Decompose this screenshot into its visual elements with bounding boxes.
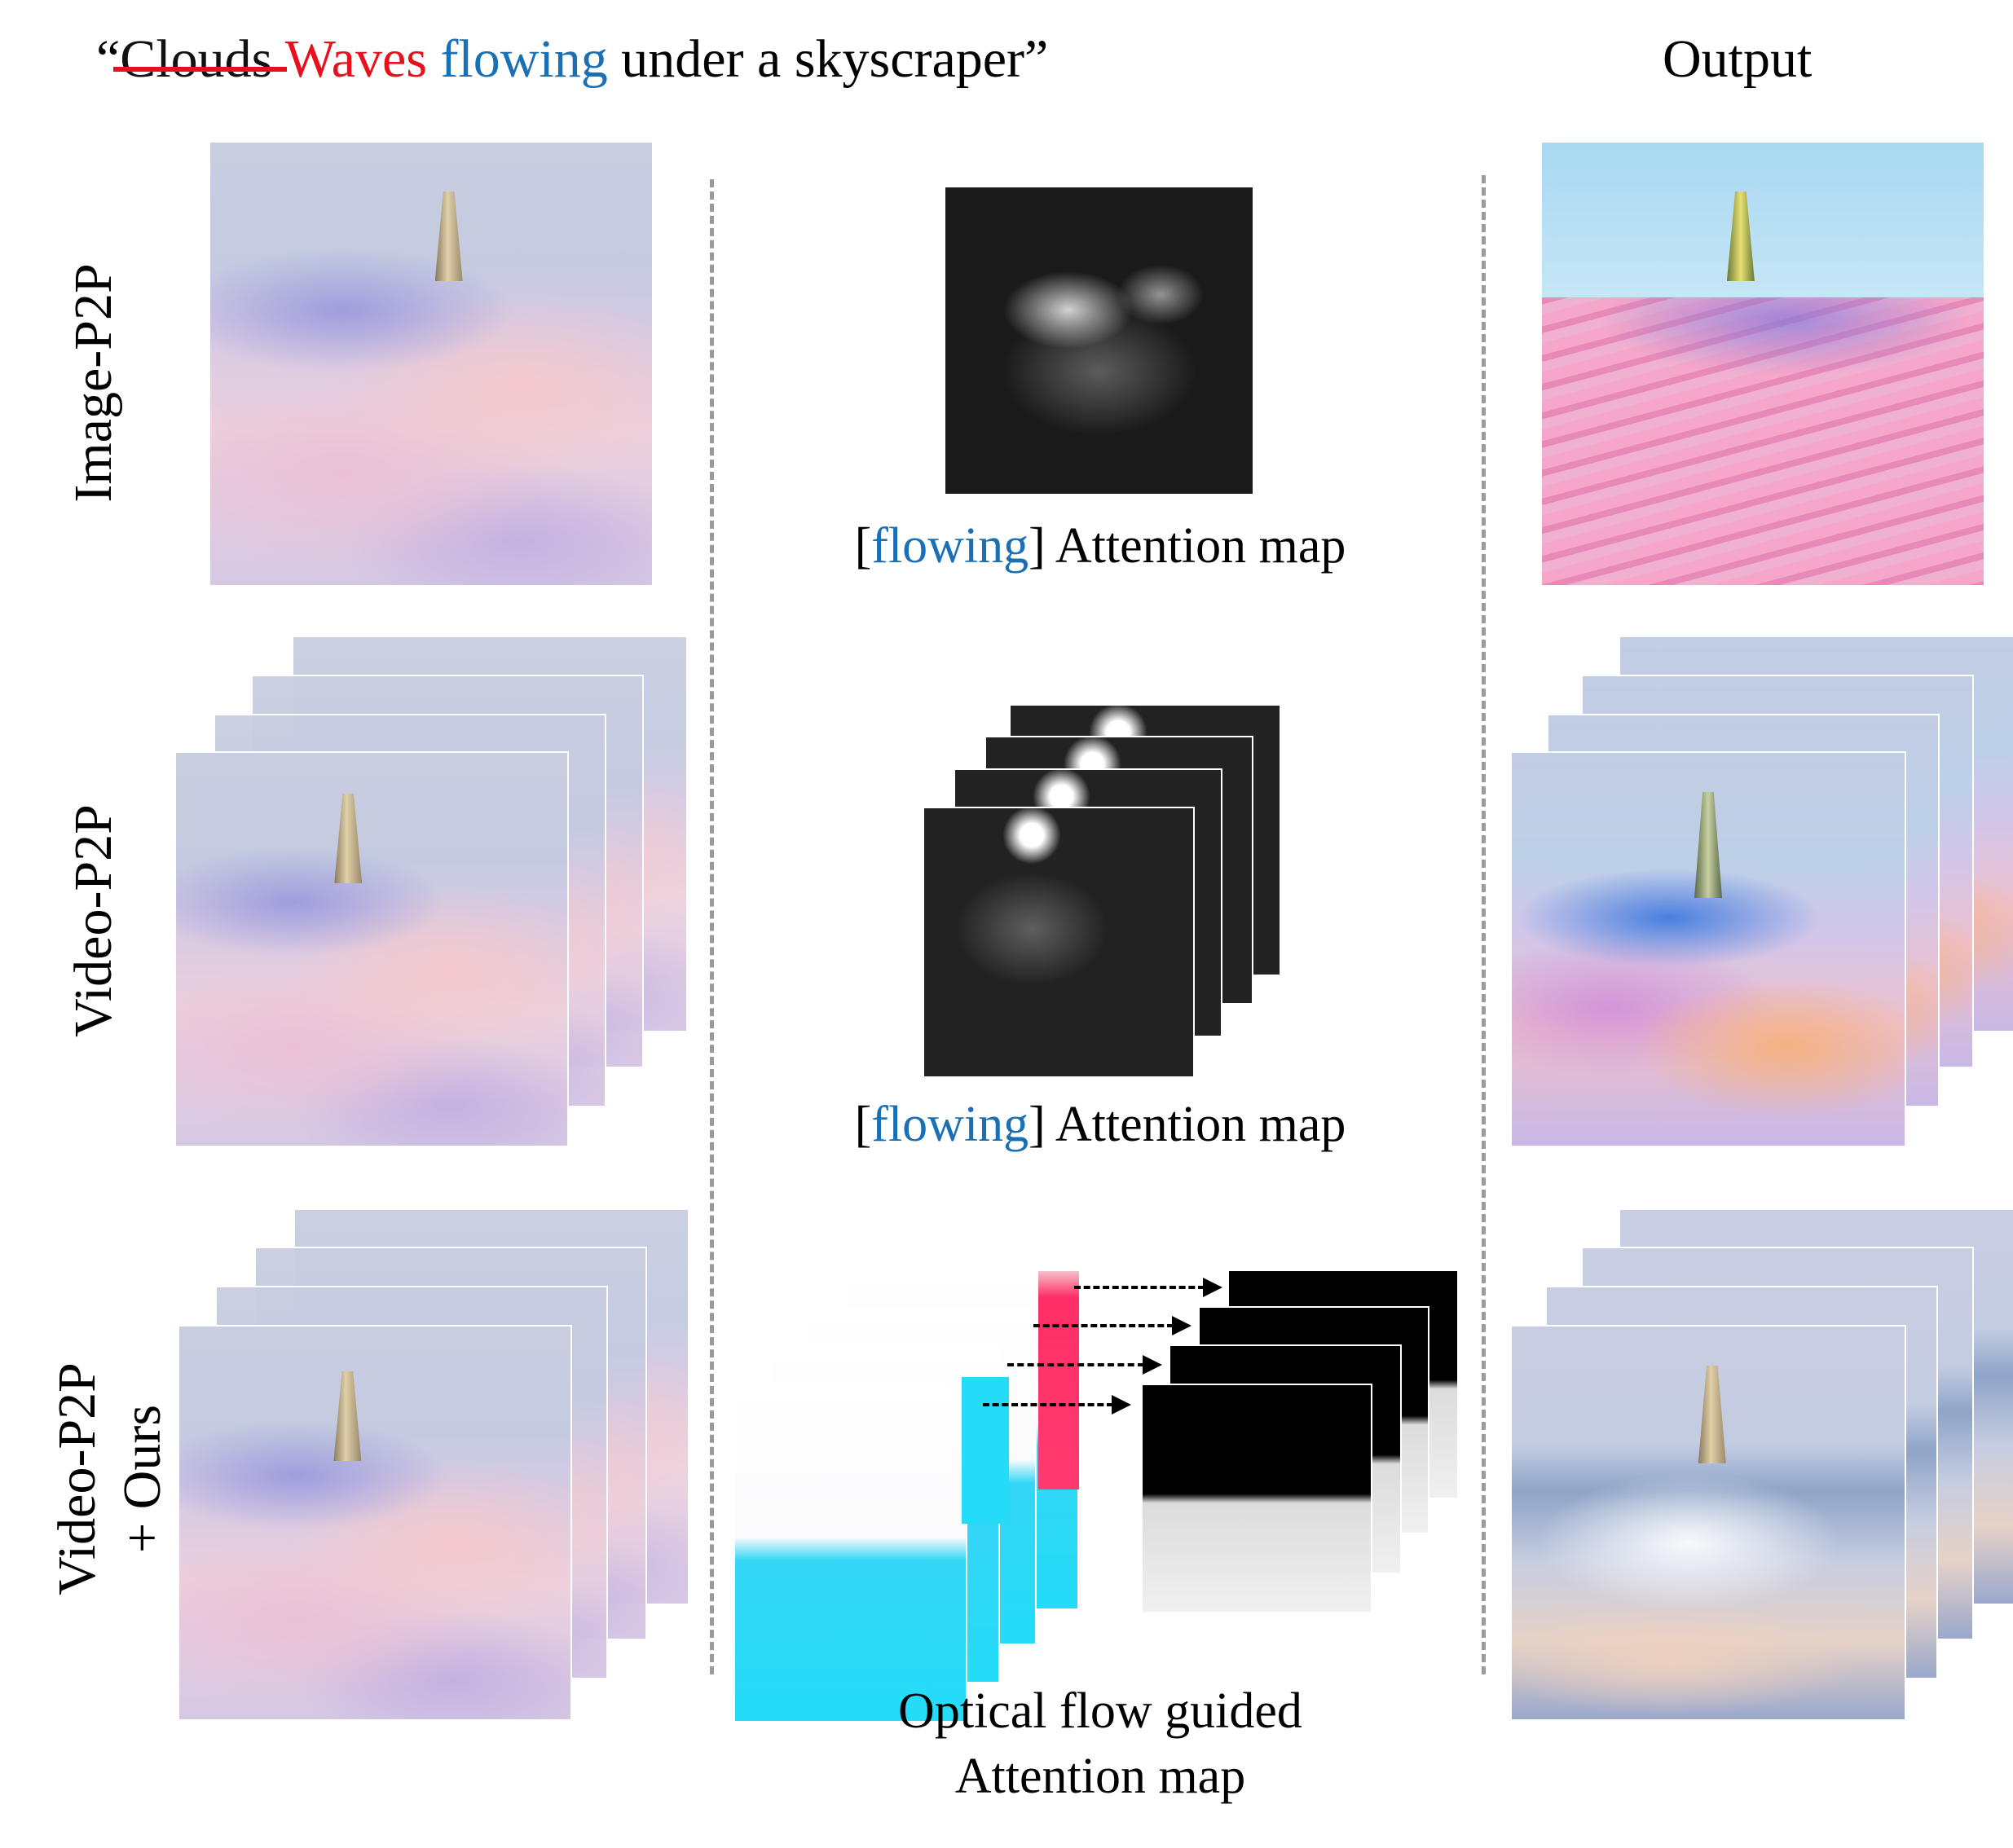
row-label-3-line2: + Ours — [112, 1404, 172, 1554]
video-p2p-ours-input — [178, 1325, 572, 1721]
flow-arrow-1 — [1074, 1278, 1222, 1297]
attention-caption-1: [flowing] Attention map — [782, 513, 1418, 579]
video-p2p-ours-output — [1510, 1325, 1906, 1721]
skyscraper-icon — [334, 794, 363, 883]
video-p2p-input — [174, 751, 569, 1147]
prompt-title: “Clouds Waves flowing under a skyscraper… — [96, 23, 1048, 96]
flow-caption-line2: Attention map — [954, 1749, 1246, 1804]
divider-left — [710, 179, 714, 1674]
skyscraper-icon — [434, 191, 463, 281]
flow-arrow-4 — [983, 1395, 1131, 1415]
prompt-open-quote: “ — [96, 29, 121, 89]
prompt-replacement-word: Waves — [284, 29, 427, 89]
optical-flow-map — [733, 1385, 967, 1723]
video-p2p-output — [1510, 751, 1906, 1147]
attention-caption-1-rest: ] Attention map — [1029, 518, 1346, 574]
prompt-struck-word: Clouds — [120, 29, 273, 89]
flow-caption: Optical flow guided Attention map — [815, 1679, 1385, 1809]
skyscraper-icon — [333, 1371, 362, 1461]
flow-arrow-2 — [1033, 1316, 1192, 1335]
output-sky — [1542, 143, 1984, 297]
row-label-image-p2p: Image-P2P — [64, 263, 123, 503]
guided-attention-map — [1141, 1384, 1372, 1613]
attention-caption-2-rest: ] Attention map — [1029, 1097, 1346, 1152]
prompt-rest: under a skyscraper” — [621, 29, 1049, 89]
row-label-video-p2p-ours: Video-P2P + Ours — [45, 1362, 175, 1595]
attention-map-image-p2p — [945, 187, 1253, 494]
row-label-video-p2p: Video-P2P — [64, 804, 123, 1037]
divider-right — [1482, 175, 1486, 1674]
skyscraper-icon — [1698, 1366, 1726, 1463]
output-header: Output — [1663, 29, 1813, 89]
flow-arrow-3 — [1007, 1355, 1162, 1375]
attention-caption-2-open: [ — [854, 1097, 872, 1152]
flow-cyan-strip — [962, 1377, 1009, 1524]
skyscraper-icon — [1694, 792, 1722, 898]
row-label-3-line1: Video-P2P — [47, 1362, 107, 1595]
attention-caption-2: [flowing] Attention map — [782, 1092, 1418, 1157]
flow-pink-strip — [1038, 1271, 1079, 1489]
prompt-attention-word: flowing — [440, 29, 608, 89]
attention-caption-2-word: flowing — [871, 1097, 1029, 1152]
image-p2p-input — [210, 143, 652, 585]
image-p2p-output — [1542, 143, 1984, 585]
attention-map-video-p2p — [923, 807, 1195, 1078]
flow-caption-line1: Optical flow guided — [898, 1683, 1302, 1739]
attention-caption-1-word: flowing — [871, 518, 1029, 574]
attention-caption-1-open: [ — [854, 518, 872, 574]
